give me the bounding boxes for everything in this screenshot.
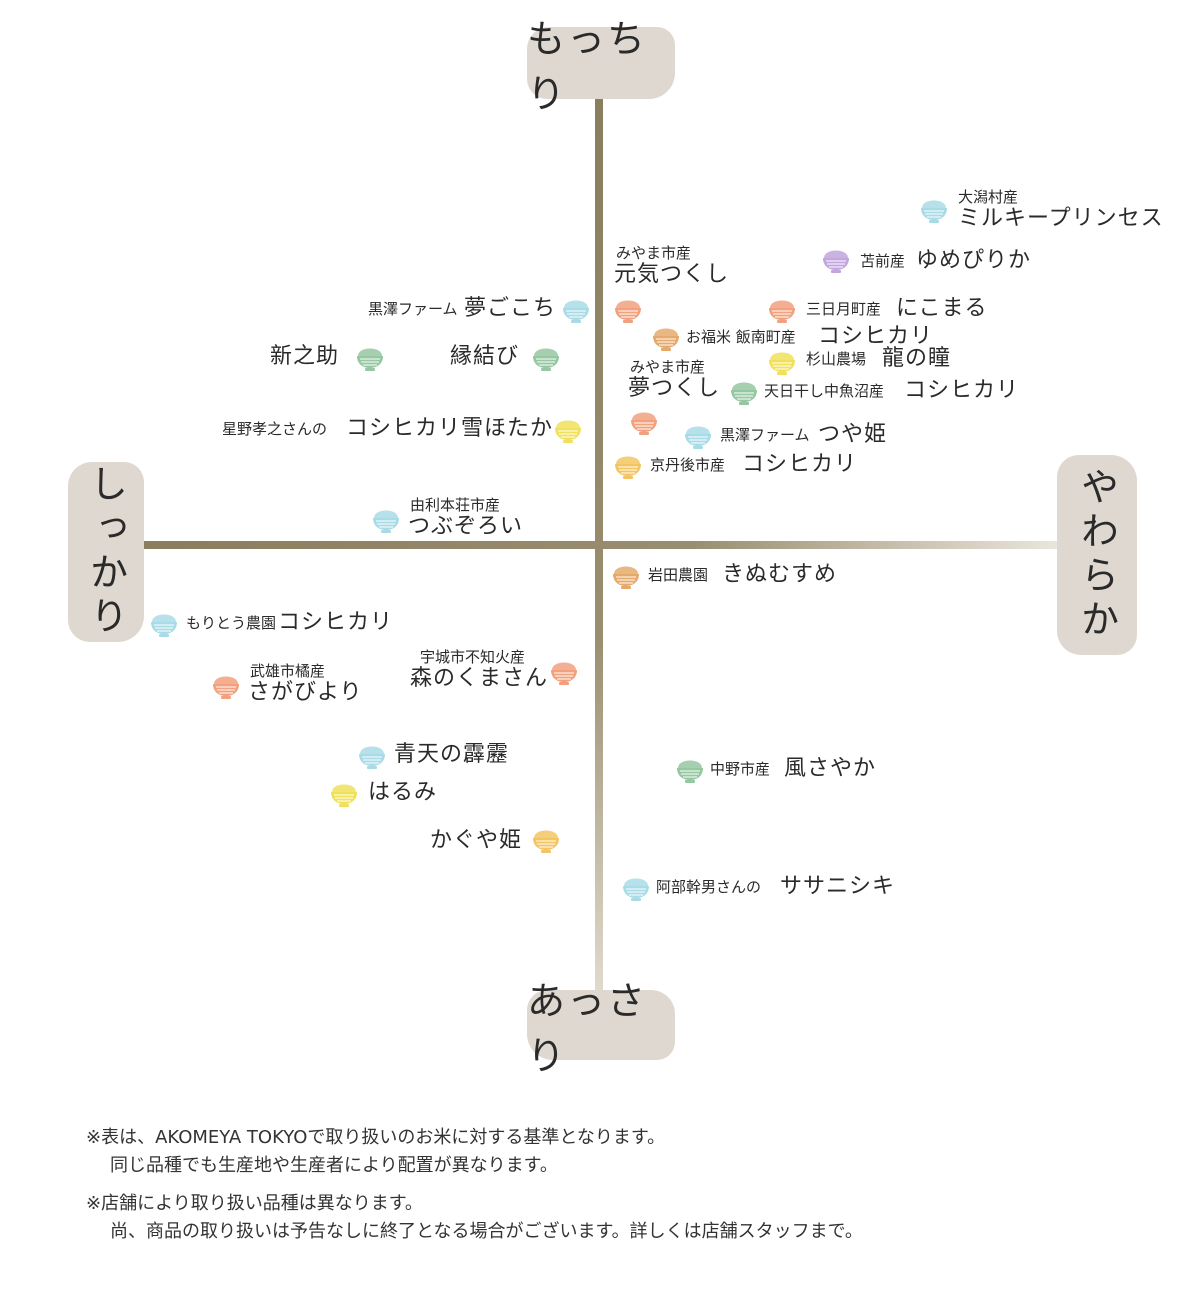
rice-region: 由利本荘市産 — [410, 496, 501, 514]
axis-label-bottom-text: あっさり — [527, 979, 648, 1078]
rice-region: もりとう農園 — [186, 614, 277, 632]
rice-name: かぐや姫 — [430, 828, 523, 853]
rice-region: 岩田農園 — [648, 566, 709, 584]
footnote-line: ※店舗により取り扱い品種は異なります。 — [86, 1193, 423, 1214]
rice-bowl-icon — [354, 340, 386, 372]
rice-bowl-icon — [548, 654, 580, 686]
rice-region: お福米 飯南町産 — [686, 328, 796, 346]
rice-name: はるみ — [368, 780, 438, 805]
rice-region: 阿部幹男さんの — [656, 878, 762, 896]
rice-region: 中野市産 — [710, 760, 771, 778]
rice-name: 夢ごこち — [464, 296, 557, 321]
rice-name: ミルキープリンセス — [958, 206, 1164, 231]
rice-name: きぬむすめ — [722, 562, 838, 587]
rice-region: 星野孝之さんの — [222, 420, 328, 438]
rice-region: 武雄市橘産 — [250, 662, 326, 680]
rice-bowl-icon — [328, 776, 360, 808]
rice-bowl-icon — [530, 340, 562, 372]
axis-label-bottom: あっさり — [527, 979, 675, 1078]
rice-region: 宇城市不知火産 — [420, 648, 526, 666]
footnote-line: 尚、商品の取り扱いは予告なしに終了となる場合がございます。詳しくは店舗スタッフま… — [110, 1221, 863, 1242]
rice-bowl-icon — [210, 668, 242, 700]
rice-name: つや姫 — [818, 422, 888, 447]
rice-bowl-icon — [918, 192, 950, 224]
axis-label-top-text: もっちり — [527, 17, 648, 116]
rice-bowl-icon — [148, 606, 180, 638]
rice-name: コシヒカリ — [278, 610, 394, 635]
rice-region: 苫前産 — [860, 252, 906, 270]
rice-bowl-icon — [674, 752, 706, 784]
axis-label-top: もっちり — [527, 17, 675, 116]
rice-bowl-icon — [560, 292, 592, 324]
rice-name: にこまる — [896, 296, 988, 321]
horizontal-axis — [132, 541, 1067, 549]
rice-name: コシヒカリ雪ほたか — [346, 416, 554, 441]
rice-bowl-icon — [728, 374, 760, 406]
rice-name: コシヒカリ — [904, 378, 1020, 403]
rice-region: 大潟村産 — [958, 188, 1019, 206]
rice-name: つぶぞろい — [408, 514, 524, 539]
rice-name: 風さやか — [784, 756, 877, 781]
rice-bowl-icon — [610, 558, 642, 590]
rice-name: 青天の霹靂 — [394, 742, 510, 767]
rice-region: 京丹後市産 — [650, 456, 726, 474]
rice-bowl-icon — [766, 344, 798, 376]
rice-name: 縁結び — [450, 344, 520, 369]
axis-label-left: しっかり — [68, 462, 144, 642]
rice-bowl-icon — [682, 418, 714, 450]
rice-bowl-icon — [628, 404, 660, 436]
rice-bowl-icon — [620, 870, 652, 902]
rice-name: 森のくまさん — [410, 666, 549, 691]
footnotes: ※表は、AKOMEYA TOKYOで取り扱いのお米に対する基準となります。 同じ… — [86, 1124, 863, 1246]
rice-region: 黒澤ファーム — [368, 300, 458, 318]
rice-name: 龍の瞳 — [882, 346, 952, 371]
rice-bowl-icon — [612, 448, 644, 480]
rice-name: コシヒカリ — [742, 452, 858, 477]
rice-bowl-icon — [356, 738, 388, 770]
rice-name: ササニシキ — [780, 874, 896, 899]
rice-name: 元気つくし — [614, 262, 730, 287]
rice-name: ゆめぴりか — [916, 248, 1032, 273]
rice-name: コシヒカリ — [818, 324, 934, 349]
rice-bowl-icon — [820, 242, 852, 274]
axis-label-right: やわらか — [1057, 455, 1137, 655]
rice-region: 黒澤ファーム — [720, 426, 810, 444]
rice-bowl-icon — [552, 412, 584, 444]
rice-region: 天日干し中魚沼産 — [764, 382, 885, 400]
footnote-line: ※表は、AKOMEYA TOKYOで取り扱いのお米に対する基準となります。 — [86, 1127, 666, 1148]
rice-bowl-icon — [370, 502, 402, 534]
rice-bowl-icon — [766, 292, 798, 324]
rice-region: 三日月町産 — [806, 300, 882, 318]
rice-name: 新之助 — [270, 344, 340, 369]
rice-name: 夢つくし — [628, 376, 721, 401]
axis-label-left-text: しっかり — [83, 464, 128, 640]
rice-region: みやま市産 — [616, 244, 692, 262]
rice-region: 杉山農場 — [806, 350, 867, 368]
axis-label-right-text: やわらか — [1074, 467, 1119, 643]
rice-name: さがびより — [248, 680, 363, 705]
rice-region: みやま市産 — [630, 358, 706, 376]
rice-bowl-icon — [650, 320, 682, 352]
rice-bowl-icon — [530, 822, 562, 854]
rice-bowl-icon — [612, 292, 644, 324]
footnote-line: 同じ品種でも生産地や生産者により配置が異なります。 — [110, 1155, 558, 1176]
